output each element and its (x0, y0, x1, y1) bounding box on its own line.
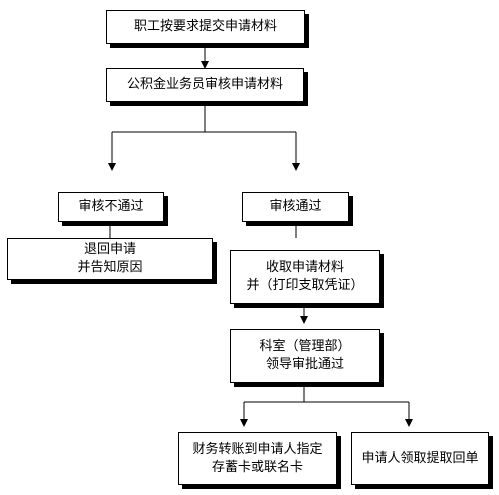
node-office-line-2: 领导审批通过 (265, 357, 344, 372)
node-submit: 职工按要求提交申请材料 (106, 10, 305, 44)
node-transfer-line-2: 存蓄卡或联名卡 (211, 459, 303, 475)
node-approved: 审核通过 (242, 192, 349, 222)
node-submit-line-1: 职工按要求提交申请材料 (133, 19, 277, 34)
node-return: 退回申请 并告知原因 (7, 238, 213, 280)
node-transfer: 财务转账到申请人指定 存蓄卡或联名卡 (178, 432, 337, 485)
node-review-line-1: 公积金业务员审核申请材料 (126, 77, 283, 92)
node-return-line-1: 退回申请 (83, 242, 136, 257)
node-rejected: 审核不通过 (58, 192, 164, 222)
node-rejected-line-1: 审核不通过 (78, 199, 144, 214)
node-collect: 申请人领取提取回单 (351, 432, 489, 485)
node-receive-line-2: 并（打印支取凭证） (246, 278, 364, 293)
node-approved-line-1: 审核通过 (269, 199, 322, 214)
node-transfer-line-1: 财务转账到申请人指定 (192, 441, 323, 457)
node-office: 科室（管理部） 领导审批通过 (230, 329, 380, 383)
node-collect-line-1: 申请人领取提取回单 (361, 450, 479, 466)
node-office-line-1: 科室（管理部） (259, 339, 351, 354)
node-receive-line-1: 收取申请材料 (265, 260, 344, 275)
node-return-line-2: 并告知原因 (77, 260, 143, 275)
node-receive: 收取申请材料 并（打印支取凭证） (230, 250, 380, 304)
node-review: 公积金业务员审核申请材料 (106, 68, 304, 102)
